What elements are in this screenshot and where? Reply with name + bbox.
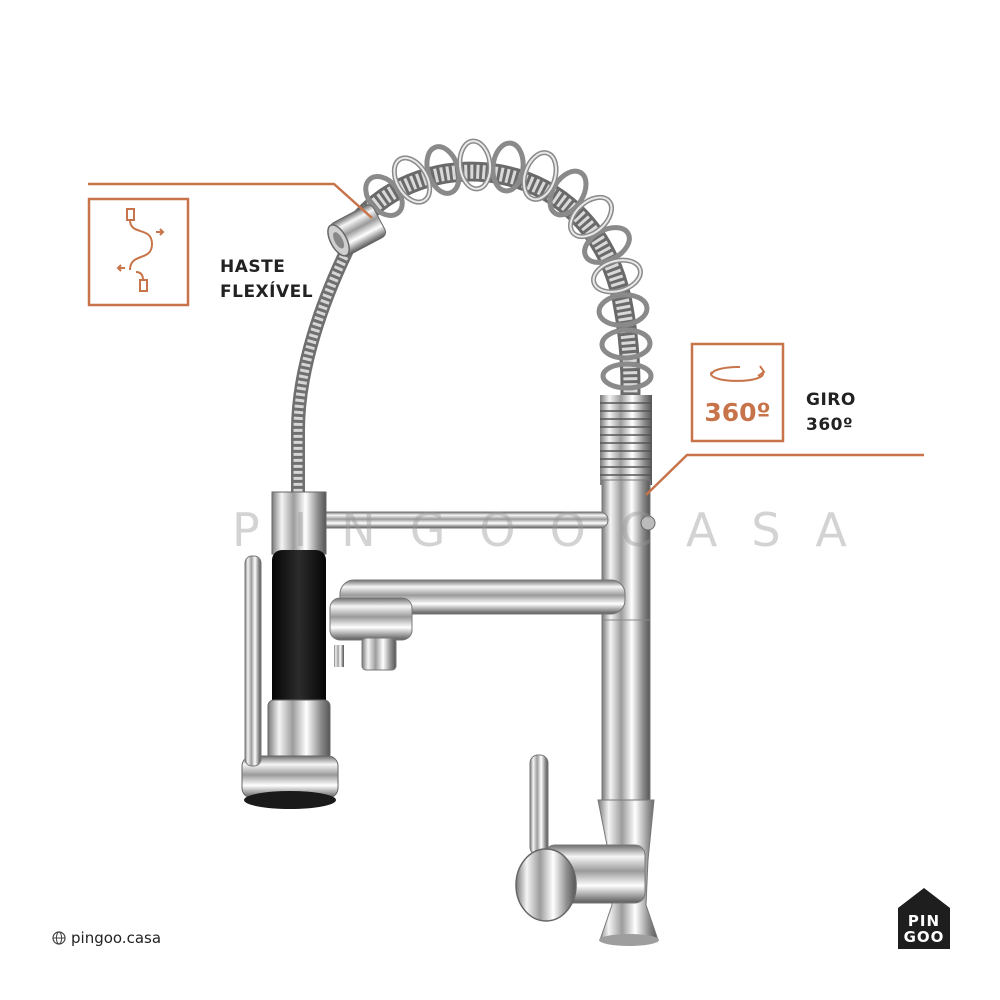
faucet-column (597, 479, 659, 946)
brand-logo-house-shape (898, 888, 950, 949)
rotation-label-line1: GIRO (806, 390, 856, 410)
rotation-icon-text: 360º (704, 398, 771, 427)
rotation-label: GIRO 360º (806, 388, 856, 438)
spring-tight-coil (600, 395, 652, 485)
callout-rotation (645, 342, 924, 496)
brand-logo-top: PIN (907, 912, 941, 930)
holder-arm (299, 511, 609, 529)
brand-logo-bottom: GOO (903, 928, 945, 946)
site-link[interactable]: pingoo.casa (52, 929, 161, 947)
globe-icon (52, 931, 66, 945)
brand-logo: PIN GOO (898, 888, 950, 949)
site-url: pingoo.casa (71, 929, 162, 947)
rotation-label-line2: 360º (806, 415, 854, 435)
flexible-hose-label-line2: FLEXÍVEL (220, 282, 314, 302)
flexible-hose-icon (116, 208, 165, 292)
flexible-hose-label-line1: HASTE (220, 257, 286, 277)
spout-arm (329, 579, 626, 671)
spray-head (241, 491, 339, 809)
flexible-hose-label: HASTE FLEXÍVEL (220, 255, 313, 305)
callout-flexible-hose (87, 182, 373, 307)
rotate-360-icon (710, 365, 766, 382)
mixer-handle (515, 754, 646, 922)
